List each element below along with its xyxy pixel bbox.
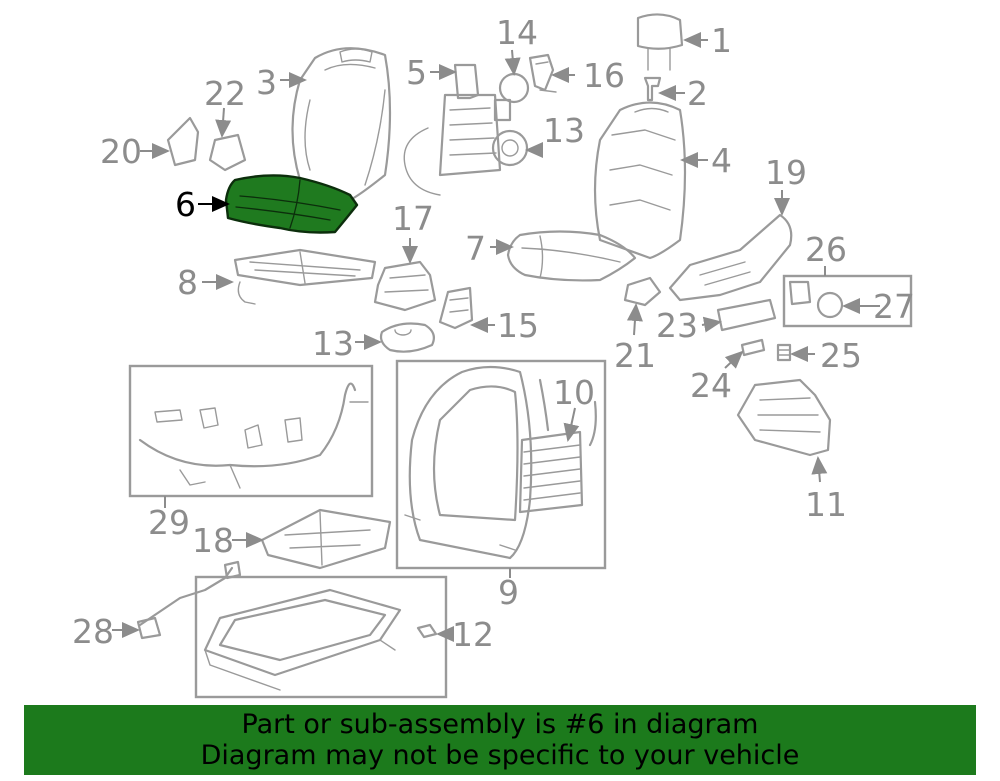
callout-5: 5 xyxy=(406,53,427,92)
callout-10: 10 xyxy=(553,373,595,412)
callout-19: 19 xyxy=(765,153,807,192)
part-21-bracket[interactable] xyxy=(623,276,662,307)
callout-3: 3 xyxy=(256,63,277,102)
part-23-switch[interactable] xyxy=(716,298,777,332)
callout-18: 18 xyxy=(192,521,234,560)
callout-21: 21 xyxy=(614,336,656,375)
part-25-spring[interactable] xyxy=(776,343,792,362)
callout-27: 27 xyxy=(873,287,915,326)
callout-14: 14 xyxy=(496,13,538,52)
box-26-27 xyxy=(782,274,913,328)
part-2-guide[interactable] xyxy=(643,76,662,102)
callout-26: 26 xyxy=(805,230,847,269)
part-26-cap[interactable] xyxy=(788,280,812,306)
part-28-harness[interactable] xyxy=(136,560,242,640)
part-7-cushion-cover[interactable] xyxy=(506,230,637,282)
part-6-seat-cushion-cover[interactable] xyxy=(224,174,359,234)
callout-16: 16 xyxy=(583,56,625,95)
part-11-rear-cover[interactable] xyxy=(736,378,832,457)
notice-banner: Part or sub-assembly is #6 in diagram Di… xyxy=(24,705,976,775)
callout-23: 23 xyxy=(656,306,698,345)
callout-13-lower: 13 xyxy=(312,324,354,363)
callout-11: 11 xyxy=(805,485,847,524)
part-12-seat-track[interactable] xyxy=(203,588,438,691)
callout-20: 20 xyxy=(100,132,142,171)
part-16-hinge[interactable] xyxy=(528,53,557,93)
part-4-seatback-cover[interactable] xyxy=(593,101,687,260)
part-27-round-cap[interactable] xyxy=(816,291,844,319)
box-frame-9 xyxy=(395,359,607,570)
callout-4: 4 xyxy=(711,141,732,180)
part-9-seatback-frame[interactable] xyxy=(404,365,533,560)
part-29-wiring-harness[interactable] xyxy=(138,382,369,489)
callout-28: 28 xyxy=(72,612,114,651)
part-1-headrest[interactable] xyxy=(636,13,684,71)
part-17-control-unit[interactable] xyxy=(373,260,437,312)
part-3-seatback-cover[interactable] xyxy=(291,47,392,202)
part-19-side-trim[interactable] xyxy=(668,213,793,302)
part-24-knob[interactable] xyxy=(740,338,766,357)
banner-line-2: Diagram may not be specific to your vehi… xyxy=(200,740,800,771)
part-18-cushion-frame[interactable] xyxy=(260,508,392,570)
seat-parts-diagram: 1 2 3 4 5 6 7 8 9 10 11 12 13 13 14 15 1… xyxy=(72,13,915,699)
part-13-recliner-lower[interactable] xyxy=(379,322,435,353)
banner-line-1: Part or sub-assembly is #6 in diagram xyxy=(241,709,759,740)
callout-1: 1 xyxy=(711,21,732,60)
callout-22: 22 xyxy=(204,74,246,113)
callout-29: 29 xyxy=(148,503,190,542)
callout-13-upper: 13 xyxy=(543,111,585,150)
callout-24: 24 xyxy=(690,366,732,405)
callout-2: 2 xyxy=(687,74,708,113)
part-20-clip[interactable] xyxy=(166,116,200,167)
part-22-bracket[interactable] xyxy=(208,133,247,172)
callout-9: 9 xyxy=(498,573,519,612)
part-15-bracket[interactable] xyxy=(438,286,474,330)
callout-25: 25 xyxy=(820,336,862,375)
callout-6: 6 xyxy=(175,185,196,224)
part-5-back-panel[interactable] xyxy=(403,63,502,196)
callout-12: 12 xyxy=(452,615,494,654)
box-track-12 xyxy=(194,575,448,699)
callout-15: 15 xyxy=(497,306,539,345)
callout-8: 8 xyxy=(177,263,198,302)
part-14-bracket[interactable] xyxy=(493,72,530,122)
callout-7: 7 xyxy=(465,229,486,268)
part-8-seat-mat[interactable] xyxy=(233,248,377,305)
callout-17: 17 xyxy=(392,199,434,238)
box-harness-29 xyxy=(128,364,374,498)
part-10-lumbar[interactable] xyxy=(518,378,597,514)
